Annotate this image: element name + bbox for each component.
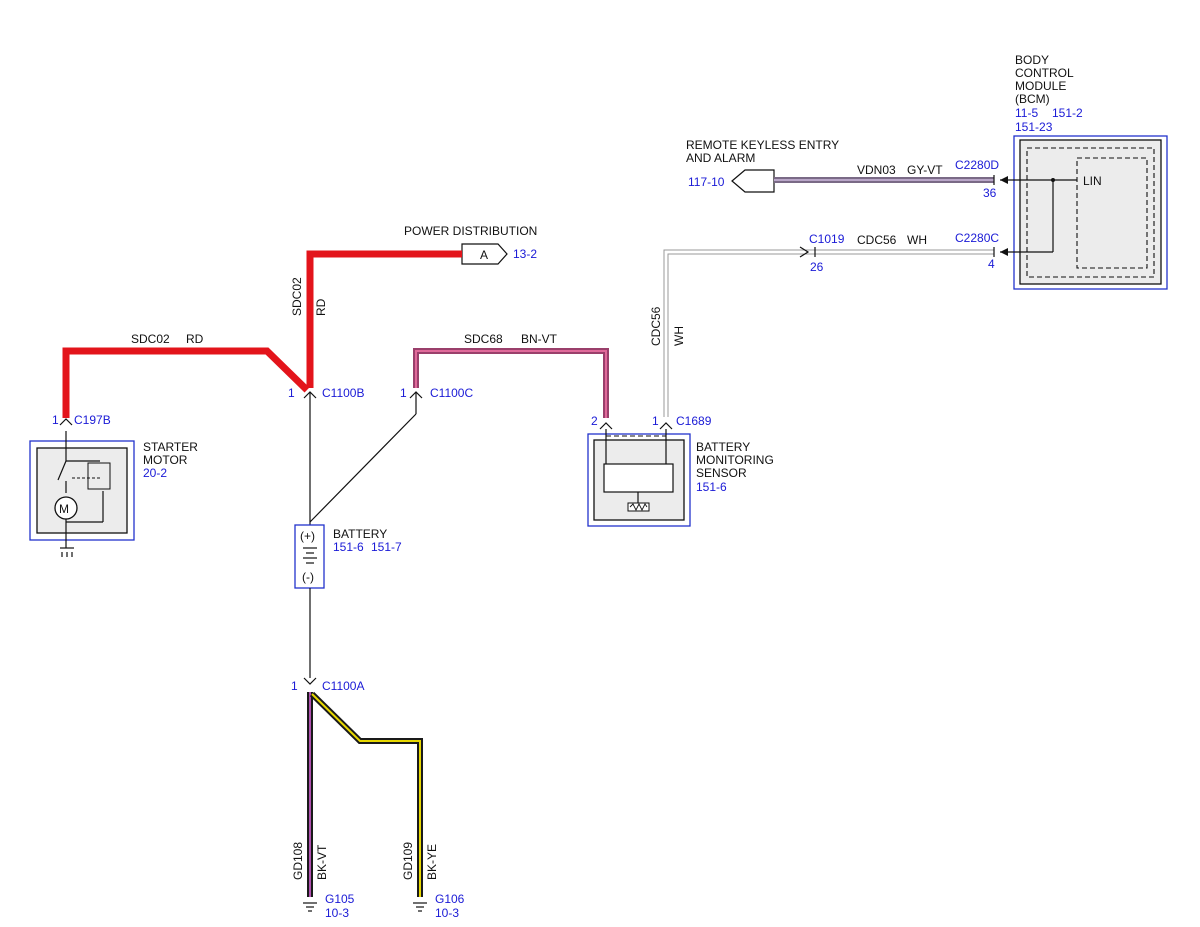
starter-ref[interactable]: 20-2	[143, 466, 167, 480]
bms-component[interactable]	[587, 429, 691, 527]
g105-ref[interactable]: 10-3	[325, 906, 349, 920]
starter-motor-symbol: M	[59, 502, 69, 516]
bcm-label-3: MODULE	[1015, 79, 1066, 93]
gd109-color: BK-YE	[425, 844, 439, 880]
battery-neg: (-)	[302, 570, 314, 584]
gd108-color: BK-VT	[315, 844, 329, 880]
bcm-label-4: (BCM)	[1015, 92, 1050, 106]
c1100a-name[interactable]: C1100A	[322, 679, 364, 693]
wire-sdc68[interactable]	[413, 348, 609, 418]
c2280d-arrow-icon	[1000, 176, 1008, 184]
power-dist-label: POWER DISTRIBUTION	[404, 224, 537, 238]
wire-sdc02-vertical[interactable]	[306, 250, 462, 388]
vdn03-color: GY-VT	[907, 163, 943, 177]
bcm-component[interactable]	[1013, 135, 1168, 290]
bcm-ref-2[interactable]: 151-2	[1052, 106, 1083, 120]
c1100c-pin: 1	[400, 386, 407, 400]
starter-label-2: MOTOR	[143, 453, 188, 467]
battery-component[interactable]	[294, 524, 325, 589]
ground-g105-icon	[303, 902, 317, 912]
power-dist-ref[interactable]: 13-2	[513, 247, 537, 261]
c1019-arrow-icon	[799, 246, 810, 258]
battery-label: BATTERY	[333, 527, 387, 541]
rke-ref[interactable]: 117-10	[688, 175, 725, 189]
sdc02-v-id: SDC02	[290, 277, 304, 316]
cdc56-v-color: WH	[672, 326, 686, 346]
starter-label-1: STARTER	[143, 440, 198, 454]
wire-sdc68-stripe	[415, 350, 607, 418]
c2280c-name[interactable]: C2280C	[955, 231, 999, 245]
wire-gd109-stripe	[311, 693, 421, 897]
g106-name[interactable]: G106	[435, 892, 465, 906]
g105-name[interactable]: G105	[325, 892, 355, 906]
gd109-id: GD109	[401, 842, 415, 880]
cdc56-h-color: WH	[907, 233, 927, 247]
bms-label-3: SENSOR	[696, 466, 747, 480]
c1019-pin: 26	[810, 260, 824, 274]
bcm-splice-dot	[1051, 178, 1055, 182]
c1019-name[interactable]: C1019	[809, 232, 845, 246]
c197b-name[interactable]: C197B	[74, 413, 111, 427]
cdc56-h-id: CDC56	[857, 233, 897, 247]
power-dist-connector-letter: A	[480, 248, 488, 262]
c1100c-name[interactable]: C1100C	[430, 386, 473, 400]
sdc68-color: BN-VT	[521, 332, 558, 346]
battery-ref-1[interactable]: 151-6	[333, 540, 364, 554]
c1689-arrow-b-icon	[659, 422, 673, 430]
wire-sdc02-horizontal[interactable]	[62, 347, 310, 418]
rke-label-1: REMOTE KEYLESS ENTRY	[686, 138, 839, 152]
rke-label-2: AND ALARM	[686, 151, 755, 165]
battery-ref-2[interactable]: 151-7	[371, 540, 402, 554]
bcm-ref-3[interactable]: 151-23	[1015, 120, 1053, 134]
bms-ref[interactable]: 151-6	[696, 480, 727, 494]
wire-cdc56[interactable]	[663, 249, 994, 417]
starter-motor-component[interactable]	[29, 431, 135, 557]
bcm-label-1: BODY	[1015, 53, 1049, 67]
sdc02-h-id: SDC02	[131, 332, 170, 346]
cdc56-v-id: CDC56	[649, 306, 663, 346]
rke-connector-icon[interactable]	[731, 169, 775, 193]
c1689-arrow-a-icon	[599, 422, 613, 430]
ground-g106-icon	[413, 902, 427, 912]
gd108-id: GD108	[291, 842, 305, 880]
c2280d-pin: 36	[983, 186, 997, 200]
c2280d-name[interactable]: C2280D	[955, 158, 999, 172]
battery-pos: (+)	[300, 529, 315, 543]
bcm-ref-1[interactable]: 11-5	[1015, 106, 1038, 120]
battery-c1100c-wire	[309, 413, 417, 523]
sdc02-h-color: RD	[186, 332, 204, 346]
bcm-label-2: CONTROL	[1015, 66, 1074, 80]
g106-ref[interactable]: 10-3	[435, 906, 459, 920]
c1689-name[interactable]: C1689	[676, 414, 712, 428]
c197b-arrow-icon	[59, 418, 73, 426]
vdn03-id: VDN03	[857, 163, 896, 177]
c1100a-arrow-icon	[303, 677, 317, 685]
c1100b-name[interactable]: C1100B	[322, 386, 364, 400]
bms-label-2: MONITORING	[696, 453, 774, 467]
c2280c-arrow-icon	[1000, 248, 1008, 256]
sdc02-v-color: RD	[314, 298, 328, 316]
c1689-pin-b: 1	[652, 414, 659, 428]
c1100b-pin: 1	[288, 386, 295, 400]
power-dist-connector-icon[interactable]	[461, 243, 508, 265]
wire-cdc56-core	[664, 250, 994, 417]
bms-label-1: BATTERY	[696, 440, 750, 454]
c1689-pin-a: 2	[591, 414, 598, 428]
c1100a-pin: 1	[291, 679, 298, 693]
sdc68-id: SDC68	[464, 332, 503, 346]
c197b-pin: 1	[52, 413, 59, 427]
bcm-lin-label: LIN	[1083, 174, 1102, 188]
c2280c-pin: 4	[988, 257, 995, 271]
